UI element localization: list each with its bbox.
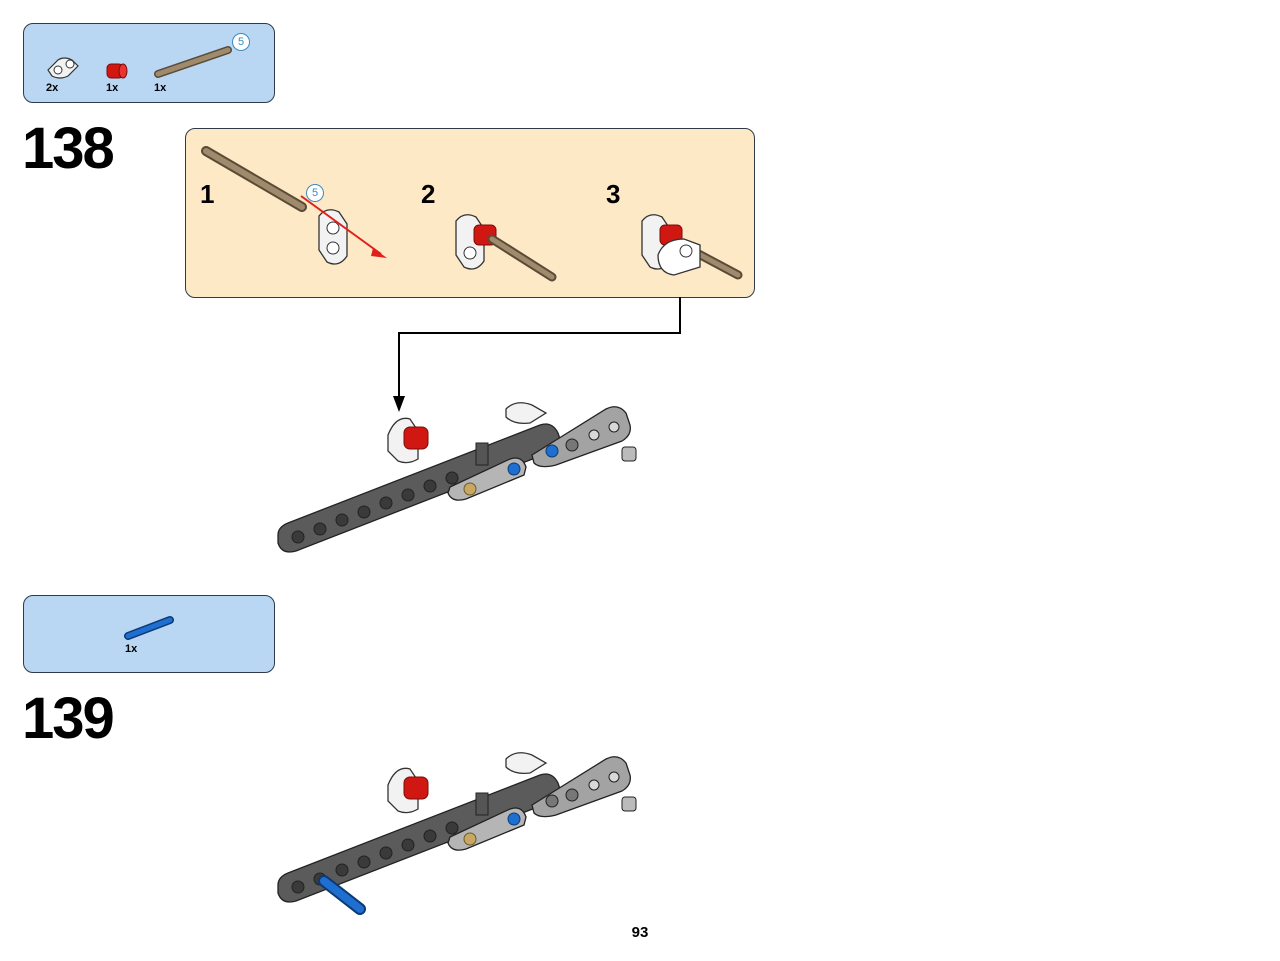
page-number: 93 [631, 924, 649, 941]
step-number: 138 [22, 116, 115, 181]
axle-length-badge: 5 [306, 184, 324, 202]
parts-list-138: 2x 1x 5 1x [23, 23, 275, 103]
substep-number: 2 [421, 179, 436, 209]
connector-bush-axle-icon [641, 214, 743, 280]
qty-label: 1x [154, 82, 167, 94]
axle-icon [154, 46, 232, 78]
model-assembly-139 [277, 752, 637, 915]
parts-list-139: 1x [23, 595, 275, 673]
substep-number: 1 [200, 179, 215, 209]
axle-icon [201, 146, 307, 212]
subassembly-box: 5 1 2 3 [185, 128, 755, 298]
axle-length-badge: 5 [232, 33, 250, 51]
qty-label: 1x [125, 643, 138, 655]
connector-bush-axle-icon [455, 214, 557, 282]
axle-pin-icon [124, 616, 174, 640]
bush-icon [106, 63, 128, 79]
substep-number: 3 [606, 179, 621, 209]
qty-label: 2x [46, 82, 59, 94]
qty-label: 1x [106, 82, 119, 94]
axle-pin-connector-icon [47, 57, 79, 79]
step-number: 139 [22, 686, 115, 751]
model-assembly-138 [277, 402, 637, 553]
connector-icon [300, 195, 387, 265]
